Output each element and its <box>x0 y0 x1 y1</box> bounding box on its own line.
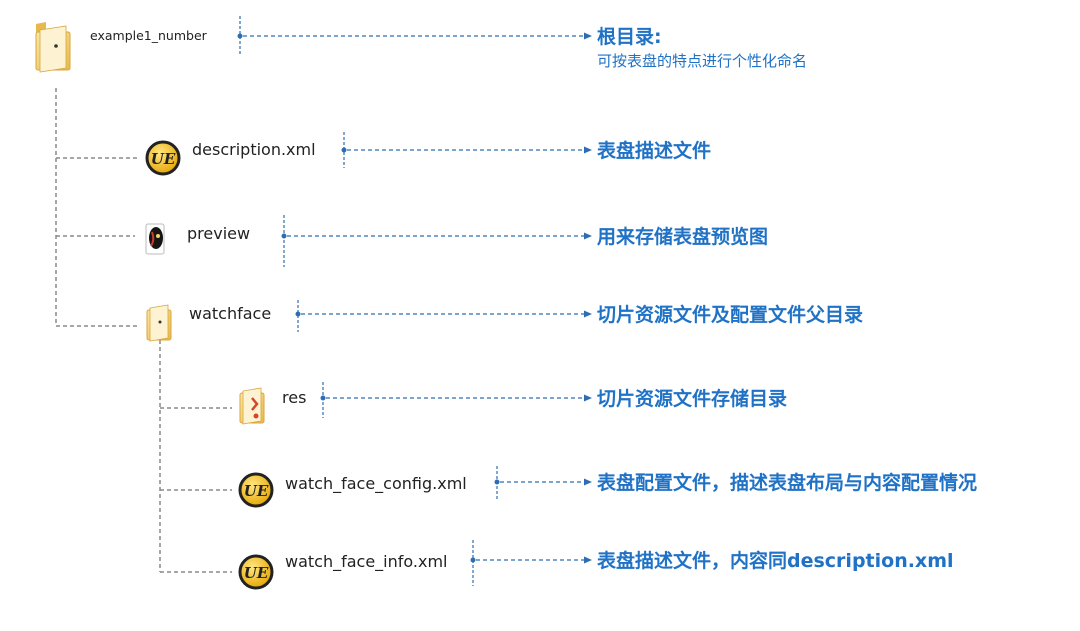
annotation-arrow-watchface <box>295 300 592 332</box>
root-title: 根目录: <box>597 26 662 48</box>
config-file-name: watch_face_config.xml <box>285 474 467 493</box>
preview-folder-name: preview <box>187 224 251 243</box>
svg-text:UE: UE <box>151 150 176 168</box>
info-file-name: watch_face_info.xml <box>285 552 448 571</box>
annotation-arrow-preview <box>281 215 592 267</box>
svg-text:UE: UE <box>244 482 269 500</box>
watchface-folder-name: watchface <box>189 304 272 323</box>
ue-file-icon: UE <box>238 472 274 508</box>
ue-file-icon: UE <box>238 554 274 590</box>
description-desc: 表盘描述文件 <box>597 140 712 162</box>
folder-icon <box>146 304 172 342</box>
config-desc: 表盘配置文件，描述表盘布局与内容配置情况 <box>597 472 978 494</box>
info-desc: 表盘描述文件，内容同description.xml <box>597 550 954 572</box>
annotation-arrow-root <box>237 16 592 56</box>
tree-connectors <box>55 88 232 573</box>
res-desc: 切片资源文件存储目录 <box>597 388 788 410</box>
annotation-arrow-description <box>341 132 592 168</box>
description-file-name: description.xml <box>192 140 316 159</box>
image-folder-icon <box>145 223 165 255</box>
folder-icon <box>35 22 71 73</box>
svg-text:UE: UE <box>244 564 269 582</box>
folder-icon <box>239 387 265 425</box>
ue-file-icon: UE <box>145 140 181 176</box>
res-folder-name: res <box>282 388 307 407</box>
annotation-arrow-info <box>470 540 592 586</box>
watchface-desc: 切片资源文件及配置文件父目录 <box>597 304 864 326</box>
annotation-arrow-config <box>494 466 592 500</box>
root-subtitle: 可按表盘的特点进行个性化命名 <box>597 52 808 70</box>
annotation-arrow-res <box>320 382 592 418</box>
preview-desc: 用来存储表盘预览图 <box>597 226 769 248</box>
root-folder-name: example1_number <box>90 28 207 43</box>
